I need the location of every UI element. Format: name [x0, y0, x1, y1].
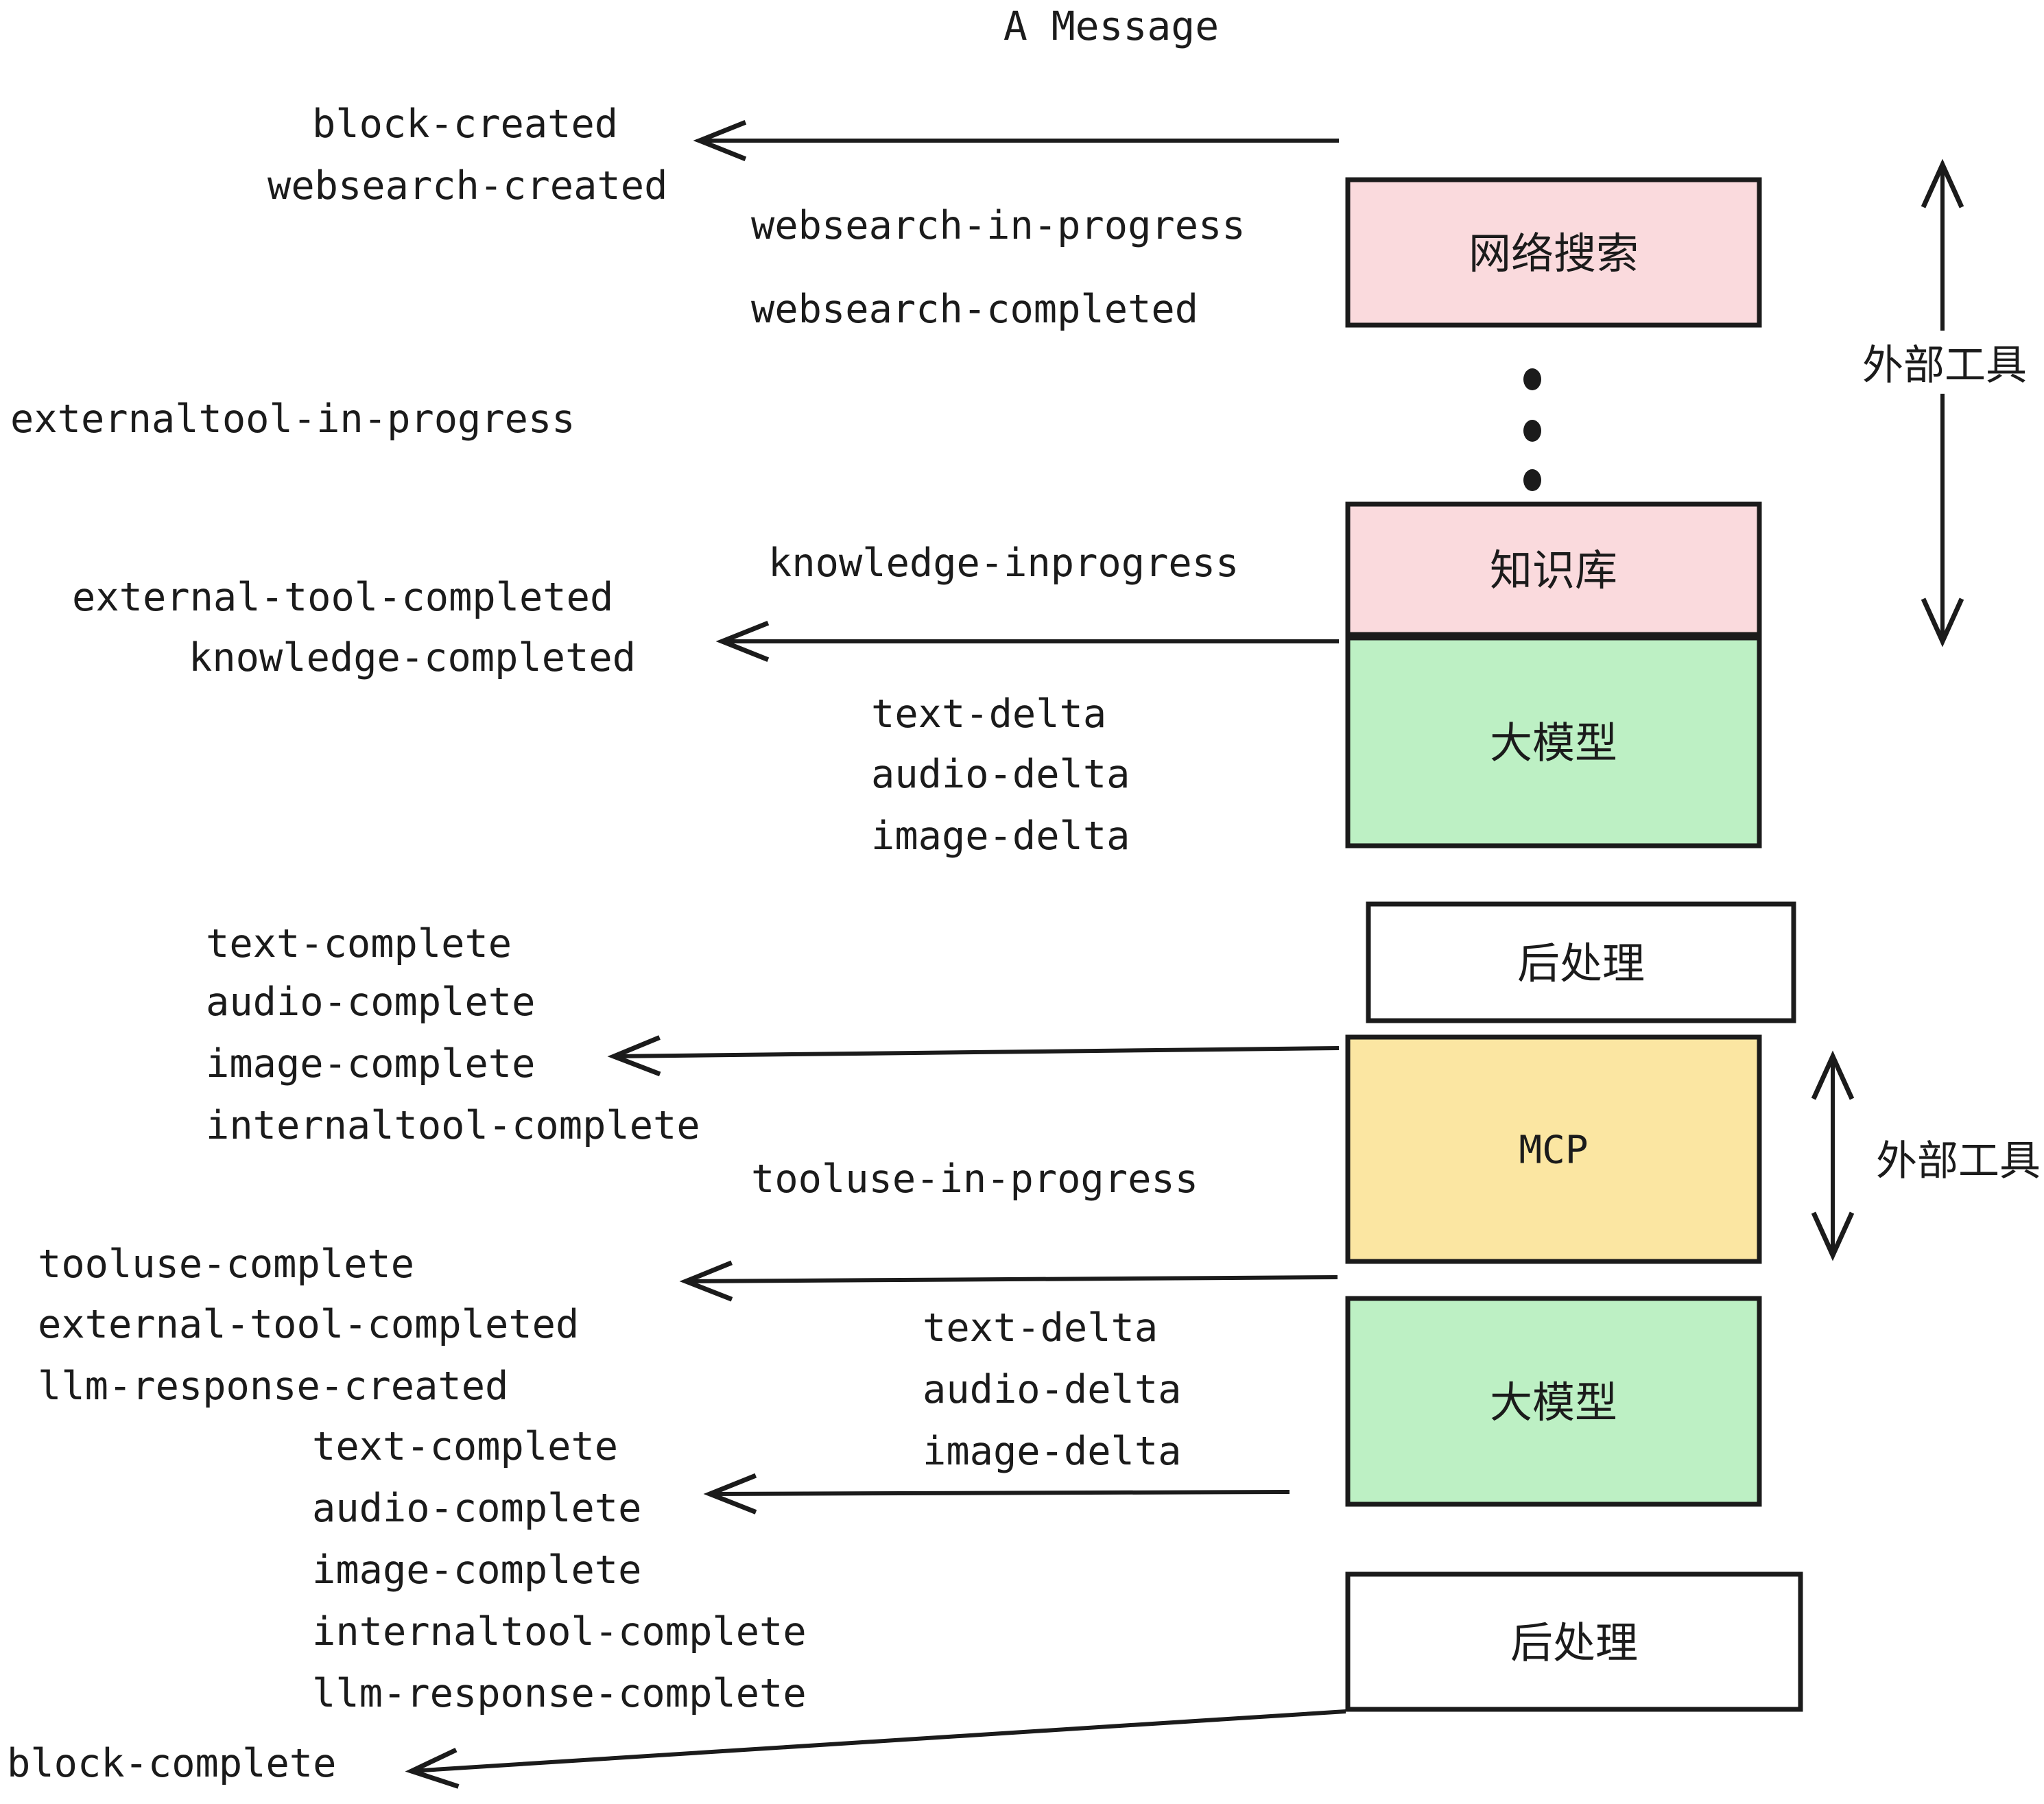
arrow-tooluse-complete: [679, 1260, 1338, 1302]
side-label-external-tool-lower-text: 外部工具: [1876, 1137, 2041, 1185]
ellipsis-dot-1: [1523, 368, 1541, 390]
side-label-external-tool-upper: 外部工具: [1854, 331, 2035, 394]
node-postprocess-1-rect[interactable]: [1366, 901, 1796, 1023]
arrow-block-complete-line: [411, 1709, 1346, 1773]
node-postprocess-2[interactable]: 后处理: [1345, 1571, 1803, 1712]
diagram-title: A Message: [1003, 3, 1219, 49]
event-label-text-complete-1: text-complete: [206, 921, 512, 966]
arrow-audio-complete-arrowhead: [703, 1473, 757, 1515]
node-postprocess-2-rect[interactable]: [1345, 1571, 1803, 1712]
event-label-internaltool-complete-1: internaltool-complete: [206, 1103, 700, 1148]
arrow-audio-complete-line: [709, 1490, 1290, 1496]
event-label-externaltool-in-progress: externaltool-in-progress: [10, 396, 575, 442]
arrow-tooluse-complete-line: [685, 1275, 1338, 1283]
event-label-llm-response-complete: llm-response-complete: [312, 1671, 807, 1716]
arrow-image-complete-line: [613, 1046, 1340, 1058]
ellipsis-dot-3: [1523, 469, 1541, 491]
span-arrows-group: [1811, 158, 1964, 1261]
event-label-audio-delta-2: audio-delta: [923, 1367, 1182, 1412]
node-knowledge[interactable]: 知识库: [1345, 501, 1762, 637]
node-websearch-label: 网络搜索: [1469, 228, 1639, 278]
arrow-image-complete-arrowhead: [607, 1035, 661, 1077]
arrow-block-created: [693, 120, 1339, 161]
external-tool-span-lower-arrowhead-up: [1811, 1050, 1855, 1100]
event-label-audio-complete-1: audio-complete: [206, 980, 535, 1025]
node-mcp[interactable]: MCP: [1345, 1034, 1762, 1264]
node-websearch[interactable]: 网络搜索: [1345, 177, 1762, 328]
node-mcp-label: MCP: [1519, 1128, 1588, 1173]
node-postprocess-2-label: 后处理: [1510, 1618, 1638, 1668]
arrow-audio-complete: [703, 1473, 1290, 1515]
node-postprocess-1-label: 后处理: [1517, 938, 1645, 988]
event-label-text-delta-1: text-delta: [871, 691, 1106, 737]
event-label-image-complete-2: image-complete: [312, 1547, 641, 1593]
event-label-image-complete-1: image-complete: [206, 1041, 535, 1087]
event-label-external-tool-completed-1: external-tool-completed: [72, 575, 613, 620]
side-label-external-tool-lower: 外部工具: [1868, 1126, 2044, 1189]
side-label-external-tool-upper-backdrop: [1854, 331, 2035, 394]
event-label-tooluse-in-progress: tooluse-in-progress: [751, 1156, 1198, 1202]
event-label-image-delta-1: image-delta: [871, 814, 1130, 859]
event-label-llm-response-created: llm-response-created: [38, 1364, 508, 1409]
event-label-websearch-in-progress: websearch-in-progress: [751, 203, 1246, 248]
node-llm-1[interactable]: 大模型: [1345, 635, 1762, 848]
node-llm-2-label: 大模型: [1490, 1377, 1617, 1427]
event-label-text-complete-2: text-complete: [312, 1424, 618, 1469]
event-label-text-delta-2: text-delta: [923, 1305, 1158, 1351]
event-label-block-created: block-created: [312, 102, 618, 147]
event-label-audio-delta-1: audio-delta: [871, 752, 1130, 797]
node-llm-2[interactable]: 大模型: [1345, 1296, 1762, 1507]
arrow-knowledge-completed-arrowhead: [715, 621, 770, 662]
arrow-block-complete-arrowhead: [405, 1747, 460, 1789]
external-tool-span-upper-arrow: [1921, 158, 1964, 648]
event-label-tooluse-complete: tooluse-complete: [38, 1242, 414, 1287]
event-labels-group: block-created websearch-created websearch-…: [7, 102, 1246, 1786]
node-llm-1-rect[interactable]: [1345, 635, 1762, 848]
event-label-knowledge-completed: knowledge-completed: [189, 635, 636, 680]
event-label-knowledge-inprogress: knowledge-inprogress: [768, 541, 1239, 586]
side-label-external-tool-lower-backdrop: [1868, 1126, 2044, 1189]
arrow-knowledge-completed: [715, 621, 1339, 662]
node-knowledge-rect[interactable]: [1345, 501, 1762, 637]
node-knowledge-label: 知识库: [1490, 545, 1617, 595]
external-tool-span-lower-arrowhead-down: [1811, 1211, 1855, 1261]
side-label-external-tool-upper-text: 外部工具: [1862, 342, 2027, 390]
arrow-tooluse-complete-arrowhead: [679, 1260, 733, 1302]
node-llm-2-rect[interactable]: [1345, 1296, 1762, 1507]
event-label-block-complete: block-complete: [7, 1741, 336, 1786]
external-tool-span-upper-arrowhead-up: [1921, 158, 1964, 209]
event-label-external-tool-completed-2: external-tool-completed: [38, 1302, 579, 1347]
arrow-image-complete: [607, 1035, 1340, 1077]
node-mcp-rect[interactable]: [1345, 1034, 1762, 1264]
event-label-image-delta-2: image-delta: [923, 1429, 1182, 1474]
node-llm-1-label: 大模型: [1490, 718, 1617, 768]
event-label-websearch-created: websearch-created: [268, 163, 667, 209]
external-tool-span-lower-arrow: [1811, 1050, 1855, 1261]
node-websearch-rect[interactable]: [1345, 177, 1762, 328]
node-postprocess-1[interactable]: 后处理: [1366, 901, 1796, 1023]
event-label-websearch-completed: websearch-completed: [751, 287, 1198, 332]
event-label-internaltool-complete-2: internaltool-complete: [312, 1609, 807, 1654]
ellipsis-dot-2: [1523, 420, 1541, 442]
connectors-group: [405, 120, 1346, 1789]
arrow-block-complete: [405, 1709, 1346, 1789]
ellipsis-dots-group: [1523, 368, 1541, 491]
arrow-block-created-arrowhead: [693, 120, 747, 161]
external-tool-span-upper-arrowhead-down: [1921, 597, 1964, 648]
event-label-audio-complete-2: audio-complete: [312, 1486, 641, 1531]
